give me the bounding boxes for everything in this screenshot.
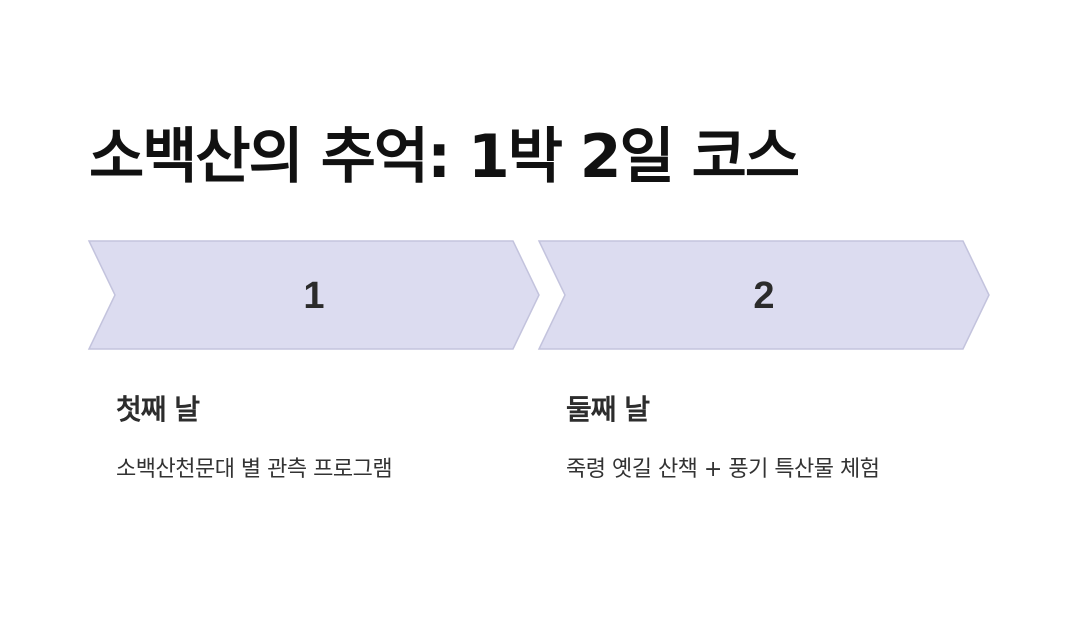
step-2-number: 2 xyxy=(753,275,774,317)
step-1-chevron xyxy=(87,240,540,350)
step-2-title: 둘째 날 xyxy=(566,393,650,426)
step-1-number: 1 xyxy=(303,275,324,317)
step-1-title: 첫째 날 xyxy=(116,393,200,426)
page-title: 소백산의 추억: 1박 2일 코스 xyxy=(89,122,800,192)
step-2-chevron xyxy=(537,240,990,350)
step-1-description: 소백산천문대 별 관측 프로그램 xyxy=(116,457,393,482)
step-2-description: 죽령 옛길 산책 + 풍기 특산물 체험 xyxy=(566,457,880,482)
